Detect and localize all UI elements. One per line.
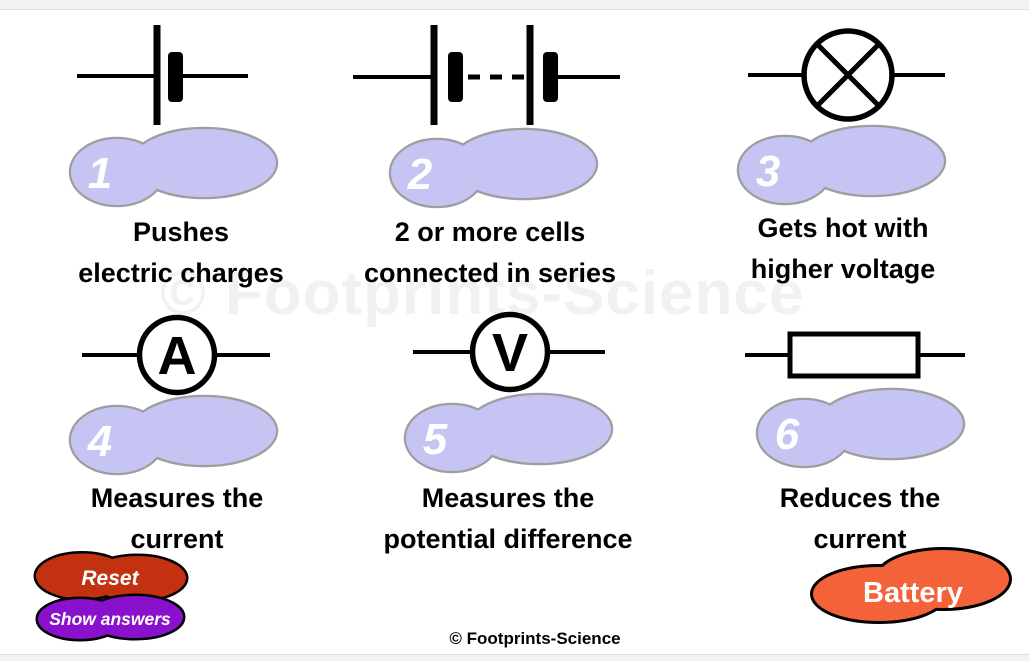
resistor-symbol: [745, 331, 965, 379]
drop-zone-number: 1: [88, 149, 112, 198]
reset-button-label: Reset: [81, 567, 139, 590]
battery-symbol: [353, 25, 620, 125]
drop-zone-1[interactable]: 1: [68, 126, 279, 208]
lamp-symbol: [748, 28, 945, 122]
item-caption-4: Measures the current: [90, 483, 264, 554]
top-edge-bar: [0, 0, 1029, 10]
ammeter-letter: A: [158, 326, 197, 386]
drop-zone-number: 5: [423, 415, 448, 464]
drop-zone-number: 2: [407, 150, 433, 199]
watermark: © Footprints-Science: [160, 259, 805, 328]
battery-answer-label[interactable]: Battery: [810, 547, 1012, 624]
drop-zone-number: 6: [775, 410, 800, 459]
battery-answer-label-text: Battery: [863, 577, 963, 609]
item-caption-5: Measures the potential difference: [383, 483, 633, 554]
drop-zone-number: 4: [87, 417, 112, 466]
item-caption-6: Reduces the current: [779, 483, 941, 554]
voltmeter-letter: V: [492, 323, 528, 383]
drop-zone-4[interactable]: 4: [68, 394, 279, 476]
show-answers-button-label: Show answers: [49, 609, 171, 629]
bottom-edge-bar: [0, 654, 1029, 661]
item-caption-2: 2 or more cells connected in series: [363, 217, 617, 288]
voltmeter-symbol: V: [413, 311, 605, 393]
drop-zone-6[interactable]: 6: [755, 387, 966, 469]
item-caption-1: Pushes electric charges: [78, 217, 284, 288]
drop-zone-5[interactable]: 5: [403, 392, 614, 474]
ammeter-symbol: A: [82, 314, 270, 396]
show-answers-button[interactable]: Show answers: [35, 593, 186, 642]
item-caption-3: Gets hot with higher voltage: [750, 213, 936, 284]
cell-symbol: [77, 25, 248, 125]
copyright: © Footprints-Science: [449, 629, 621, 648]
reset-button[interactable]: Reset: [33, 551, 189, 603]
drop-zone-2[interactable]: 2: [388, 127, 599, 209]
drop-zone-3[interactable]: 3: [736, 124, 947, 206]
drop-zone-number: 3: [756, 147, 780, 196]
